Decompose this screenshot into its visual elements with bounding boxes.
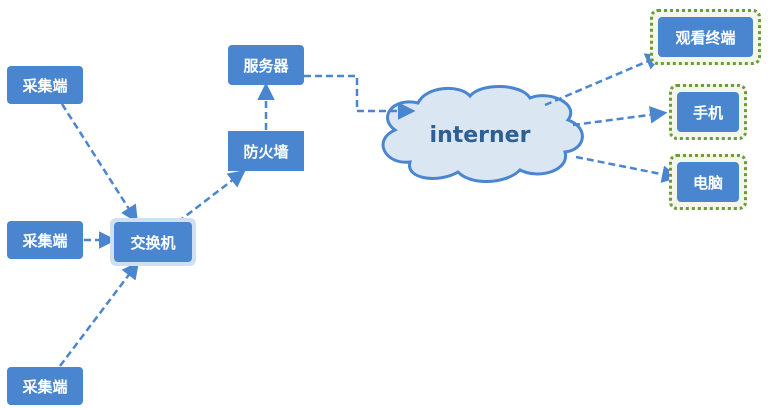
switch-node: 交换机 <box>114 222 192 262</box>
internet-label: interner <box>429 122 531 148</box>
link-internet-computer <box>575 155 680 183</box>
phone-node: 手机 <box>677 92 739 132</box>
link-switch-firewall <box>177 169 246 223</box>
collector-node-middle: 采集端 <box>7 221 83 259</box>
link-internet-phone <box>572 106 668 127</box>
collector-node-bottom: 采集端 <box>7 367 83 405</box>
link-internet-viewer <box>544 53 664 107</box>
collector-node-top: 采集端 <box>7 66 83 104</box>
link-collector-bottom-switch <box>59 261 140 367</box>
firewall-node: 防火墙 <box>228 131 304 171</box>
link-server-internet <box>304 74 416 120</box>
viewer-terminal-node: 观看终端 <box>658 17 753 57</box>
internet-cloud <box>381 84 584 183</box>
computer-node: 电脑 <box>677 162 739 202</box>
server-node: 服务器 <box>228 45 304 85</box>
link-collector-top-switch <box>60 103 138 223</box>
